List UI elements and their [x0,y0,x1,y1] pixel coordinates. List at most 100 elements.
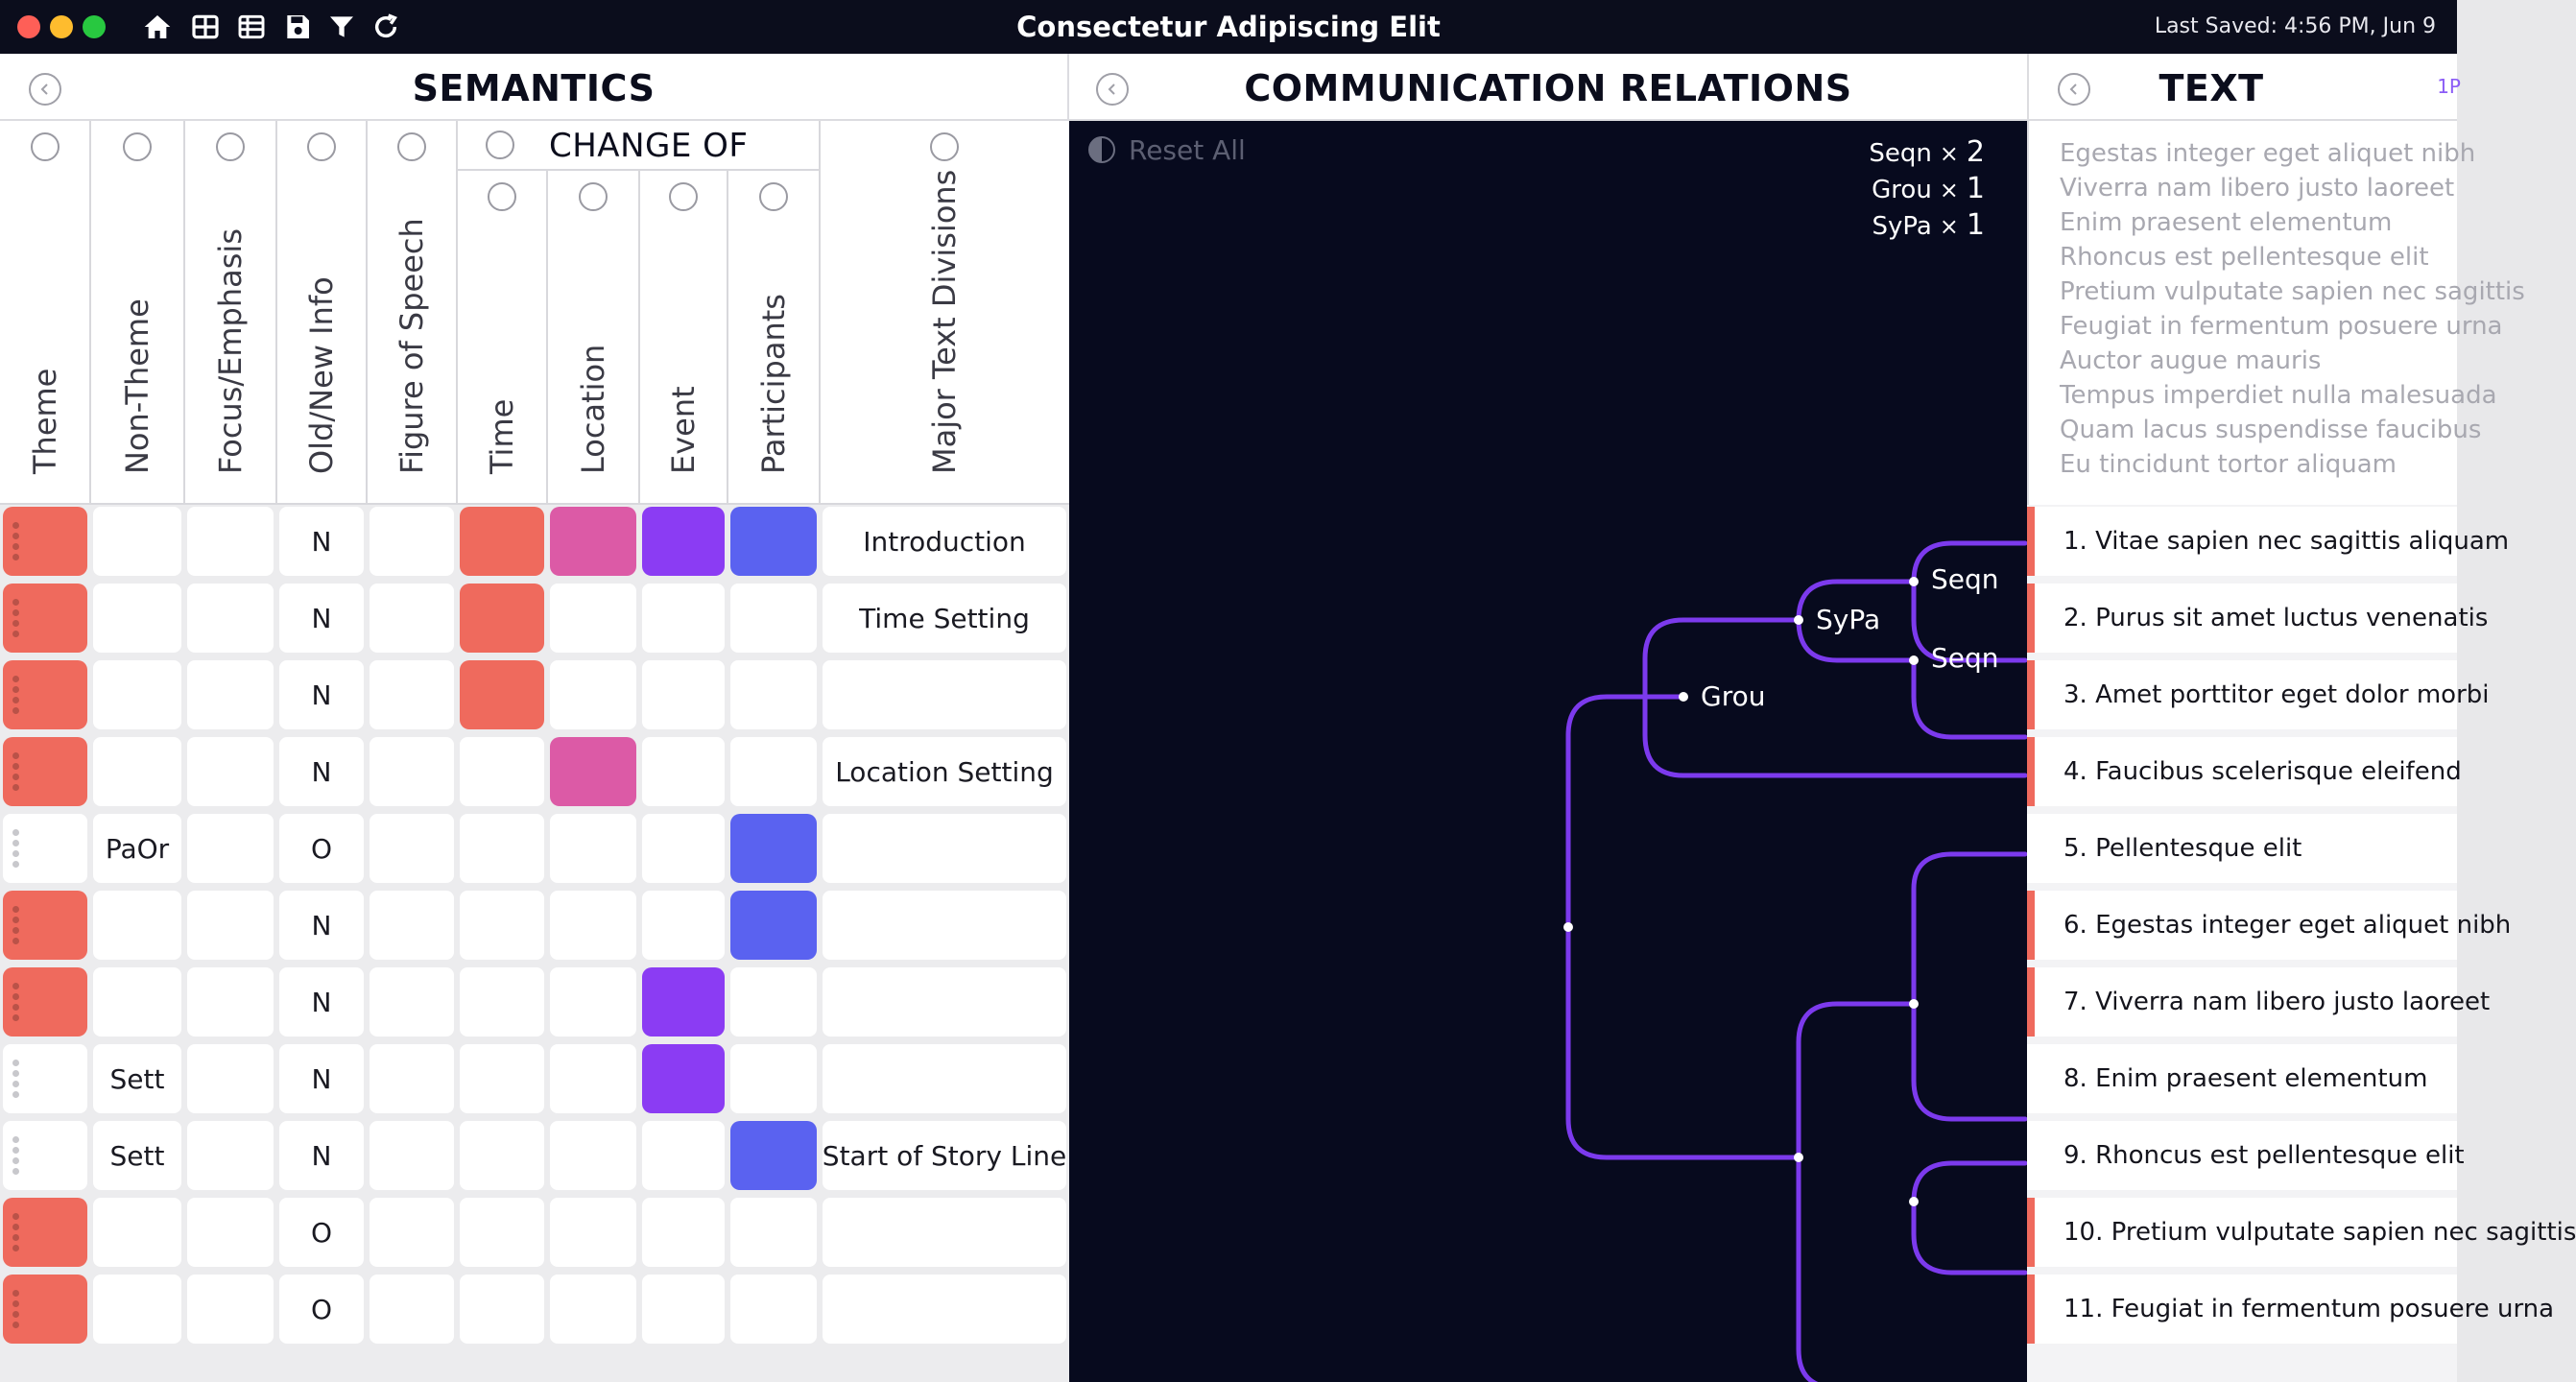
theme-cell[interactable] [3,891,87,960]
theme-cell[interactable] [3,507,87,576]
old-new-info-radio[interactable] [307,132,336,161]
event-cell[interactable] [642,737,725,806]
figure-of-speech-cell[interactable] [370,507,454,576]
major-text-divisions-cell[interactable]: Introduction [823,507,1066,576]
major-text-divisions-cell[interactable] [823,1044,1066,1113]
major-text-divisions-cell[interactable] [823,814,1066,883]
text-overview-line[interactable]: Enim praesent elementum [2060,208,2393,237]
text-overview-line[interactable]: Viverra nam libero justo laoreet [2060,174,2455,203]
focus-emphasis-cell[interactable] [187,814,274,883]
focus-emphasis-cell[interactable] [187,1275,274,1344]
drag-handle-icon[interactable] [12,522,20,560]
old-new-info-cell[interactable]: N [279,891,364,960]
focus-emphasis-cell[interactable] [187,660,274,729]
figure-of-speech-cell[interactable] [370,1198,454,1267]
time-cell[interactable] [460,584,544,653]
node-label-seqn[interactable]: Seqn [1931,642,1999,674]
text-row[interactable]: 5. Pellentesque elit [2027,814,2457,883]
text-row[interactable]: 10. Pretium vulputate sapien nec sagitti… [2027,1198,2576,1267]
drag-handle-icon[interactable] [12,676,20,714]
event-cell[interactable] [642,584,725,653]
non-theme-cell[interactable] [93,507,181,576]
focus-emphasis-cell[interactable] [187,507,274,576]
time-cell[interactable] [460,660,544,729]
relations-back-button[interactable] [1096,73,1129,106]
participants-cell[interactable] [730,737,817,806]
text-row[interactable]: 9. Rhoncus est pellentesque elit [2027,1121,2465,1190]
window-maximize-button[interactable] [83,15,106,38]
major-text-divisions-cell[interactable] [823,1198,1066,1267]
time-cell[interactable] [460,1044,544,1113]
participants-cell[interactable] [730,1275,817,1344]
grid-icon[interactable] [188,10,223,44]
time-cell[interactable] [460,814,544,883]
drag-handle-icon[interactable] [12,906,20,944]
change-of-radio[interactable] [486,131,514,159]
participants-cell[interactable] [730,584,817,653]
text-overview-line[interactable]: Quam lacus suspendisse faucibus [2060,416,2482,444]
event-radio[interactable] [669,182,698,211]
major-text-divisions-radio[interactable] [930,132,959,161]
refresh-icon[interactable] [369,10,403,44]
major-text-divisions-cell[interactable] [823,891,1066,960]
location-cell[interactable] [550,660,636,729]
text-overview-line[interactable]: Tempus imperdiet nulla malesuada [2060,381,2497,410]
time-cell[interactable] [460,1275,544,1344]
time-cell[interactable] [460,1121,544,1190]
old-new-info-cell[interactable]: N [279,660,364,729]
location-cell[interactable] [550,507,636,576]
theme-cell[interactable] [3,814,87,883]
non-theme-cell[interactable]: PaOr [93,814,181,883]
time-radio[interactable] [488,182,516,211]
focus-emphasis-cell[interactable] [187,891,274,960]
figure-of-speech-cell[interactable] [370,737,454,806]
old-new-info-cell[interactable]: N [279,967,364,1036]
location-cell[interactable] [550,1121,636,1190]
text-overview-line[interactable]: Eu tincidunt tortor aliquam [2060,450,2397,479]
non-theme-cell[interactable] [93,660,181,729]
text-row[interactable]: 1. Vitae sapien nec sagittis aliquam [2027,507,2509,576]
text-overview-line[interactable]: Pretium vulputate sapien nec sagittis [2060,277,2525,306]
time-cell[interactable] [460,891,544,960]
time-cell[interactable] [460,1198,544,1267]
drag-handle-icon[interactable] [12,829,20,868]
text-row[interactable]: 4. Faucibus scelerisque eleifend [2027,737,2462,806]
window-minimize-button[interactable] [50,15,73,38]
figure-of-speech-cell[interactable] [370,584,454,653]
text-row[interactable]: 11. Feugiat in fermentum posuere urna [2027,1275,2554,1344]
location-cell[interactable] [550,891,636,960]
text-overview-line[interactable]: Feugiat in fermentum posuere urna [2060,312,2503,341]
drag-handle-icon[interactable] [12,1213,20,1251]
text-row[interactable]: 8. Enim praesent elementum [2027,1044,2457,1113]
participants-radio[interactable] [759,182,788,211]
non-theme-cell[interactable] [93,584,181,653]
major-text-divisions-cell[interactable]: Location Setting [823,737,1066,806]
theme-radio[interactable] [31,132,60,161]
table-icon[interactable] [234,10,269,44]
non-theme-radio[interactable] [123,132,152,161]
participants-cell[interactable] [730,660,817,729]
drag-handle-icon[interactable] [12,752,20,791]
drag-handle-icon[interactable] [12,1290,20,1328]
figure-of-speech-cell[interactable] [370,814,454,883]
event-cell[interactable] [642,1198,725,1267]
time-cell[interactable] [460,737,544,806]
node-label-grou[interactable]: Grou [1701,680,1766,712]
figure-of-speech-cell[interactable] [370,660,454,729]
text-back-button[interactable] [2058,73,2090,106]
event-cell[interactable] [642,1121,725,1190]
figure-of-speech-cell[interactable] [370,967,454,1036]
theme-cell[interactable] [3,1044,87,1113]
focus-emphasis-cell[interactable] [187,1121,274,1190]
text-row[interactable]: 7. Viverra nam libero justo laoreet [2027,967,2490,1036]
figure-of-speech-radio[interactable] [397,132,426,161]
text-row[interactable]: 6. Egestas integer eget aliquet nibh [2027,891,2511,960]
major-text-divisions-cell[interactable] [823,660,1066,729]
old-new-info-cell[interactable]: O [279,1198,364,1267]
text-row[interactable]: 3. Amet porttitor eget dolor morbi [2027,660,2490,729]
location-cell[interactable] [550,1044,636,1113]
event-cell[interactable] [642,1275,725,1344]
theme-cell[interactable] [3,967,87,1036]
node-label-seqn[interactable]: Seqn [1931,563,1999,595]
location-cell[interactable] [550,814,636,883]
